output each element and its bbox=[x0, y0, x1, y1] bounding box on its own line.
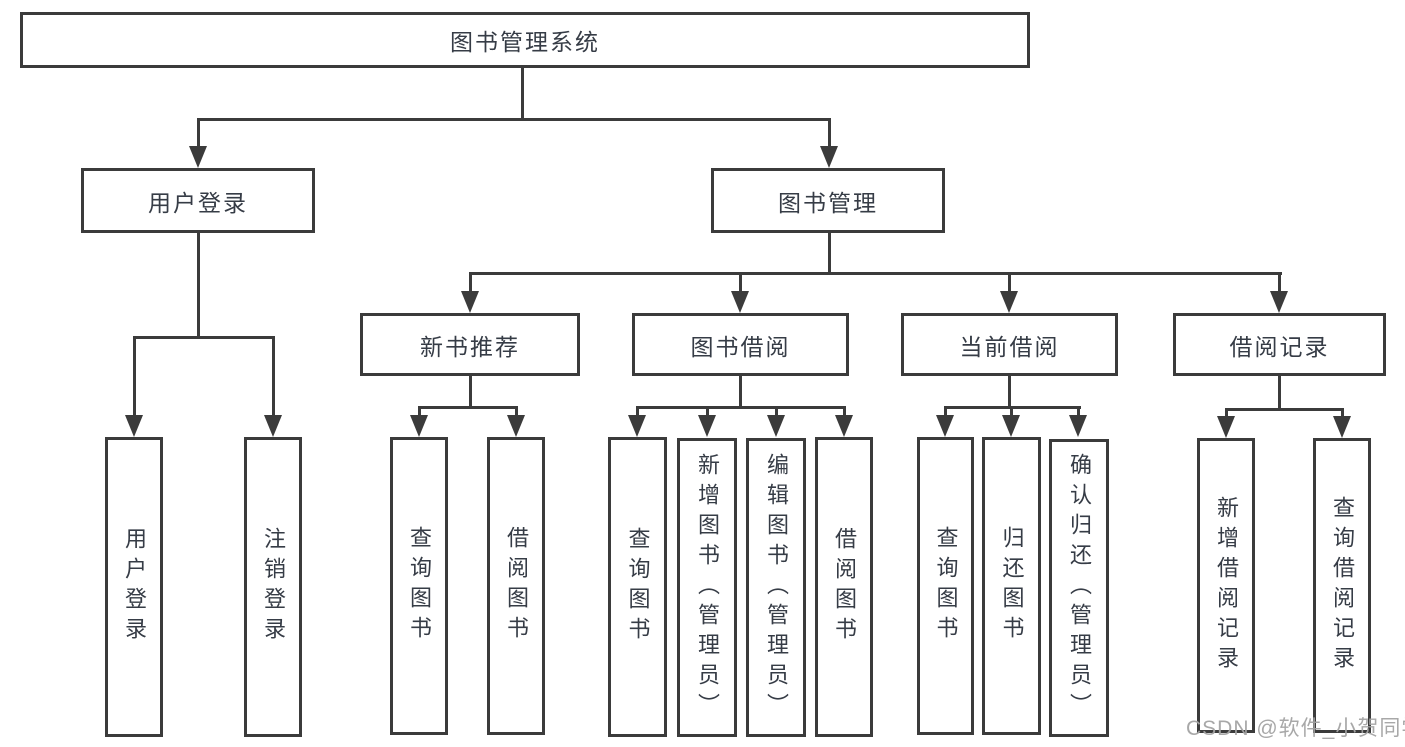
arrowhead-icon bbox=[507, 415, 525, 437]
connector-line bbox=[418, 406, 518, 409]
connector-line bbox=[775, 406, 778, 419]
connector-line bbox=[197, 118, 831, 121]
arrowhead-icon bbox=[1333, 416, 1351, 438]
leaf-edit-books-admin: 编辑图书（管理员） bbox=[746, 438, 806, 737]
node-label: 图书借阅 bbox=[690, 333, 791, 360]
connector-line bbox=[197, 118, 200, 150]
node-label: 当前借阅 bbox=[959, 333, 1060, 360]
connector-line bbox=[1278, 272, 1281, 294]
arrowhead-icon bbox=[125, 415, 143, 437]
leaf-query-borrow-record: 查询借阅记录 bbox=[1313, 438, 1371, 733]
leaf-borrow-books: 借阅图书 bbox=[815, 437, 873, 737]
connector-line bbox=[1008, 272, 1011, 294]
connector-line bbox=[133, 336, 275, 339]
leaf-borrow-books-recommend: 借阅图书 bbox=[487, 437, 545, 735]
node-book-management: 图书管理 bbox=[711, 168, 945, 233]
connector-line bbox=[944, 406, 947, 419]
arrowhead-icon bbox=[936, 415, 954, 437]
leaf-user-login: 用户登录 bbox=[105, 437, 163, 737]
node-label: 借阅图书 bbox=[832, 527, 857, 647]
node-label: 新增图书（管理员） bbox=[695, 452, 720, 723]
node-label: 归还图书 bbox=[999, 526, 1025, 646]
connector-line bbox=[739, 272, 742, 294]
connector-line bbox=[843, 406, 846, 419]
node-label: 注销登录 bbox=[261, 527, 286, 647]
connector-line bbox=[469, 272, 1282, 275]
node-label: 查询图书 bbox=[407, 526, 432, 646]
connector-line bbox=[1077, 406, 1080, 419]
connector-line bbox=[1341, 408, 1344, 419]
node-label: 查询借阅记录 bbox=[1330, 495, 1355, 676]
node-library-system: 图书管理系统 bbox=[20, 12, 1030, 68]
node-new-book-recommend: 新书推荐 bbox=[360, 313, 580, 376]
node-label: 查询图书 bbox=[625, 527, 651, 647]
connector-line bbox=[636, 406, 639, 419]
arrowhead-icon bbox=[767, 415, 785, 437]
node-label: 新增借阅记录 bbox=[1214, 495, 1239, 676]
watermark: CSDN @软件_小贺同学 bbox=[1186, 717, 1405, 740]
connector-line bbox=[828, 233, 831, 272]
connector-line bbox=[133, 336, 136, 420]
connector-line bbox=[521, 68, 524, 118]
arrowhead-icon bbox=[628, 415, 646, 437]
node-label: 用户登录 bbox=[148, 189, 248, 216]
leaf-query-books-current: 查询图书 bbox=[917, 437, 974, 735]
connector-line bbox=[418, 406, 421, 419]
connector-line bbox=[1010, 406, 1013, 419]
node-book-borrow: 图书借阅 bbox=[632, 313, 849, 376]
node-user-login-group: 用户登录 bbox=[81, 168, 315, 233]
connector-line bbox=[828, 118, 831, 150]
connector-line bbox=[1225, 408, 1344, 411]
connector-line bbox=[197, 233, 200, 336]
node-label: 图书管理系统 bbox=[450, 29, 600, 55]
arrowhead-icon bbox=[1002, 415, 1020, 437]
node-label: 用户登录 bbox=[122, 527, 147, 647]
node-borrow-records: 借阅记录 bbox=[1173, 313, 1386, 376]
leaf-query-books-borrow: 查询图书 bbox=[608, 437, 667, 737]
arrowhead-icon bbox=[189, 146, 207, 168]
node-label: 借阅记录 bbox=[1229, 333, 1330, 360]
connector-line bbox=[469, 272, 472, 294]
connector-line bbox=[1225, 408, 1228, 419]
arrowhead-icon bbox=[820, 146, 838, 168]
leaf-logout: 注销登录 bbox=[244, 437, 302, 737]
arrowhead-icon bbox=[731, 291, 749, 313]
node-label: 借阅图书 bbox=[504, 526, 529, 646]
leaf-add-borrow-record: 新增借阅记录 bbox=[1197, 438, 1255, 733]
leaf-add-books-admin: 新增图书（管理员） bbox=[677, 438, 737, 737]
leaf-return-books: 归还图书 bbox=[982, 437, 1041, 735]
arrowhead-icon bbox=[264, 415, 282, 437]
connector-line bbox=[1278, 376, 1281, 408]
connector-line bbox=[739, 376, 742, 406]
arrowhead-icon bbox=[1217, 416, 1235, 438]
arrowhead-icon bbox=[1000, 291, 1018, 313]
arrowhead-icon bbox=[835, 415, 853, 437]
arrowhead-icon bbox=[461, 291, 479, 313]
leaf-query-books-recommend: 查询图书 bbox=[390, 437, 448, 735]
connector-line bbox=[706, 406, 709, 419]
connector-line bbox=[1008, 376, 1011, 406]
connector-line bbox=[636, 406, 846, 409]
arrowhead-icon bbox=[698, 415, 716, 437]
connector-line bbox=[272, 336, 275, 420]
node-label: 图书管理 bbox=[778, 189, 878, 216]
arrowhead-icon bbox=[410, 415, 428, 437]
connector-line bbox=[469, 376, 472, 406]
connector-line bbox=[515, 406, 518, 419]
node-label: 查询图书 bbox=[933, 526, 959, 646]
arrowhead-icon bbox=[1270, 291, 1288, 313]
leaf-confirm-return-admin: 确认归还（管理员） bbox=[1049, 439, 1109, 737]
arrowhead-icon bbox=[1069, 415, 1087, 437]
node-label: 新书推荐 bbox=[420, 333, 520, 360]
node-current-borrow: 当前借阅 bbox=[901, 313, 1118, 376]
node-label: 确认归还（管理员） bbox=[1067, 453, 1092, 723]
node-label: 编辑图书（管理员） bbox=[764, 452, 789, 723]
